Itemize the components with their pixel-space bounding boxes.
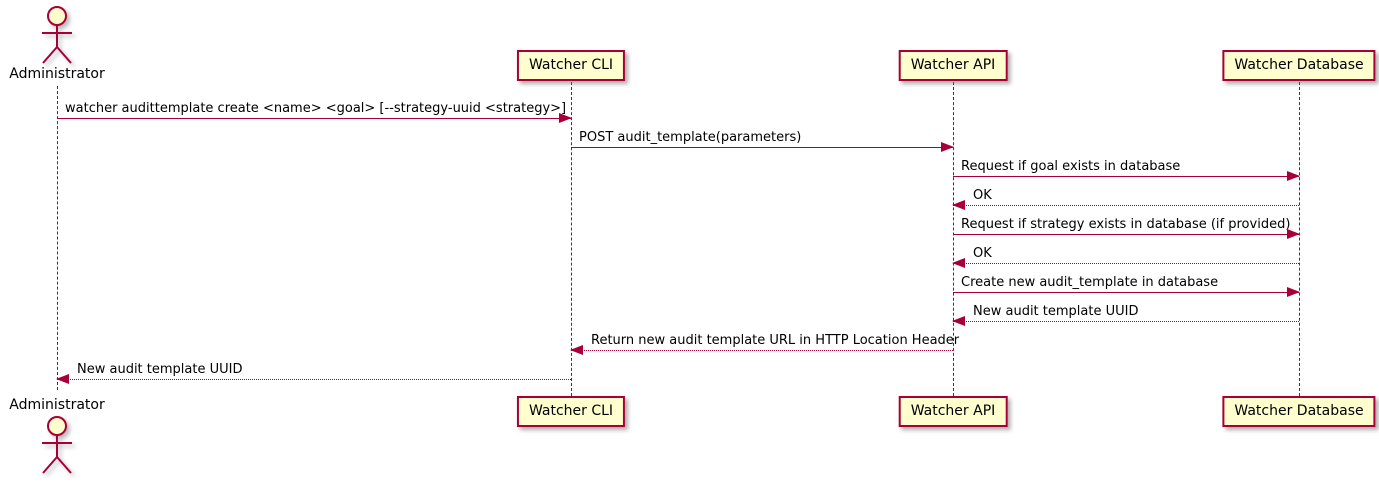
lifeline-watcher-api — [953, 82, 954, 396]
message-5: Request if strategy exists in database (… — [953, 217, 1300, 239]
administrator-actor-icon — [27, 3, 87, 69]
message-6: OK — [952, 246, 1299, 268]
message-2: POST audit_template(parameters) — [571, 130, 954, 152]
message-9-arrow — [570, 345, 953, 355]
message-9: Return new audit template URL in HTTP Lo… — [570, 333, 960, 355]
arrowhead-right-icon — [1287, 171, 1300, 181]
participant-watcher-cli-top: Watcher CLI — [516, 50, 626, 81]
message-8-arrow — [952, 316, 1299, 326]
participant-watcher-cli-bottom: Watcher CLI — [516, 396, 626, 427]
message-7-label: Create new audit_template in database — [961, 275, 1219, 290]
message-4-label: OK — [973, 188, 992, 203]
lifeline-administrator — [57, 86, 58, 390]
arrowhead-left-icon — [952, 258, 965, 268]
arrowhead-right-icon — [941, 142, 954, 152]
message-7-arrow — [953, 287, 1300, 297]
message-6-arrow — [952, 258, 1299, 268]
message-3: Request if goal exists in database — [953, 159, 1300, 181]
arrowhead-right-icon — [559, 113, 572, 123]
arrowhead-left-icon — [56, 374, 69, 384]
message-2-arrow — [571, 142, 954, 152]
message-2-label: POST audit_template(parameters) — [579, 130, 802, 145]
participant-watcher-database-top: Watcher Database — [1222, 50, 1376, 81]
participant-watcher-database-bottom: Watcher Database — [1222, 396, 1376, 427]
participant-watcher-api-top: Watcher API — [898, 50, 1008, 81]
message-10-label: New audit template UUID — [77, 362, 243, 377]
message-4-arrow — [952, 200, 1299, 210]
lifeline-watcher-cli — [571, 82, 572, 396]
message-3-arrow — [953, 171, 1300, 181]
message-1-arrow — [57, 113, 572, 123]
participant-watcher-api-bottom: Watcher API — [898, 396, 1008, 427]
message-4: OK — [952, 188, 1299, 210]
arrowhead-left-icon — [952, 316, 965, 326]
message-8: New audit template UUID — [952, 304, 1299, 326]
message-10: New audit template UUID — [56, 362, 571, 384]
administrator-label-bottom: Administrator — [9, 397, 105, 413]
arrowhead-left-icon — [952, 200, 965, 210]
message-8-label: New audit template UUID — [973, 304, 1139, 319]
administrator-actor-icon — [27, 413, 87, 479]
message-5-label: Request if strategy exists in database (… — [961, 217, 1291, 232]
message-1-label: watcher audittemplate create <name> <goa… — [65, 101, 567, 116]
lifeline-watcher-database — [1299, 82, 1300, 396]
message-7: Create new audit_template in database — [953, 275, 1300, 297]
message-9-label: Return new audit template URL in HTTP Lo… — [591, 333, 960, 348]
message-6-label: OK — [973, 246, 992, 261]
arrowhead-left-icon — [570, 345, 583, 355]
message-10-arrow — [56, 374, 571, 384]
arrowhead-right-icon — [1287, 287, 1300, 297]
message-5-arrow — [953, 229, 1300, 239]
message-3-label: Request if goal exists in database — [961, 159, 1181, 174]
message-1: watcher audittemplate create <name> <goa… — [57, 101, 572, 123]
administrator-label-top: Administrator — [9, 66, 105, 82]
arrowhead-right-icon — [1287, 229, 1300, 239]
